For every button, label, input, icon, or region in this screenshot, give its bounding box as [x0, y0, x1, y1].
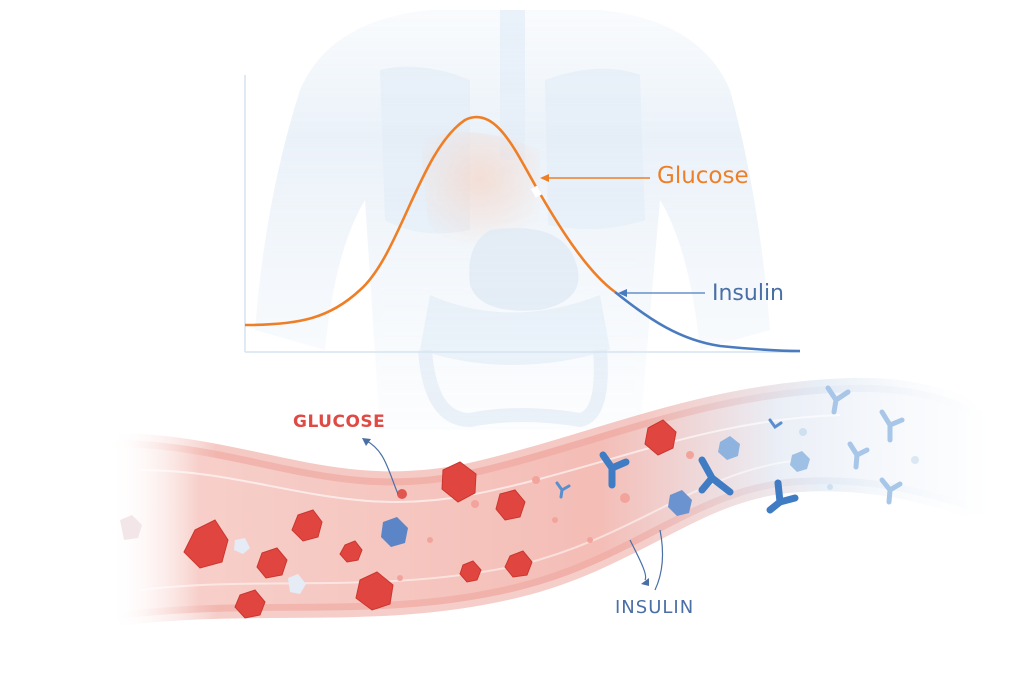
chart-leaders — [530, 174, 705, 297]
insulin-y-shapes — [555, 385, 905, 514]
glucose-curve-label: Glucose — [657, 163, 749, 189]
insulin-curve — [614, 290, 801, 353]
glucose-curve — [244, 115, 616, 327]
chart-axes — [244, 75, 800, 353]
glucose-particles — [183, 419, 677, 619]
small-dots — [397, 428, 919, 581]
glucose-vessel-label: GLUCOSE — [293, 412, 386, 432]
insulin-vessel-label: INSULIN — [615, 597, 695, 618]
insulin-particles — [120, 436, 810, 594]
insulin-curve-label: Insulin — [712, 281, 785, 306]
torso-background — [255, 10, 770, 430]
vessel-callouts — [362, 438, 664, 591]
